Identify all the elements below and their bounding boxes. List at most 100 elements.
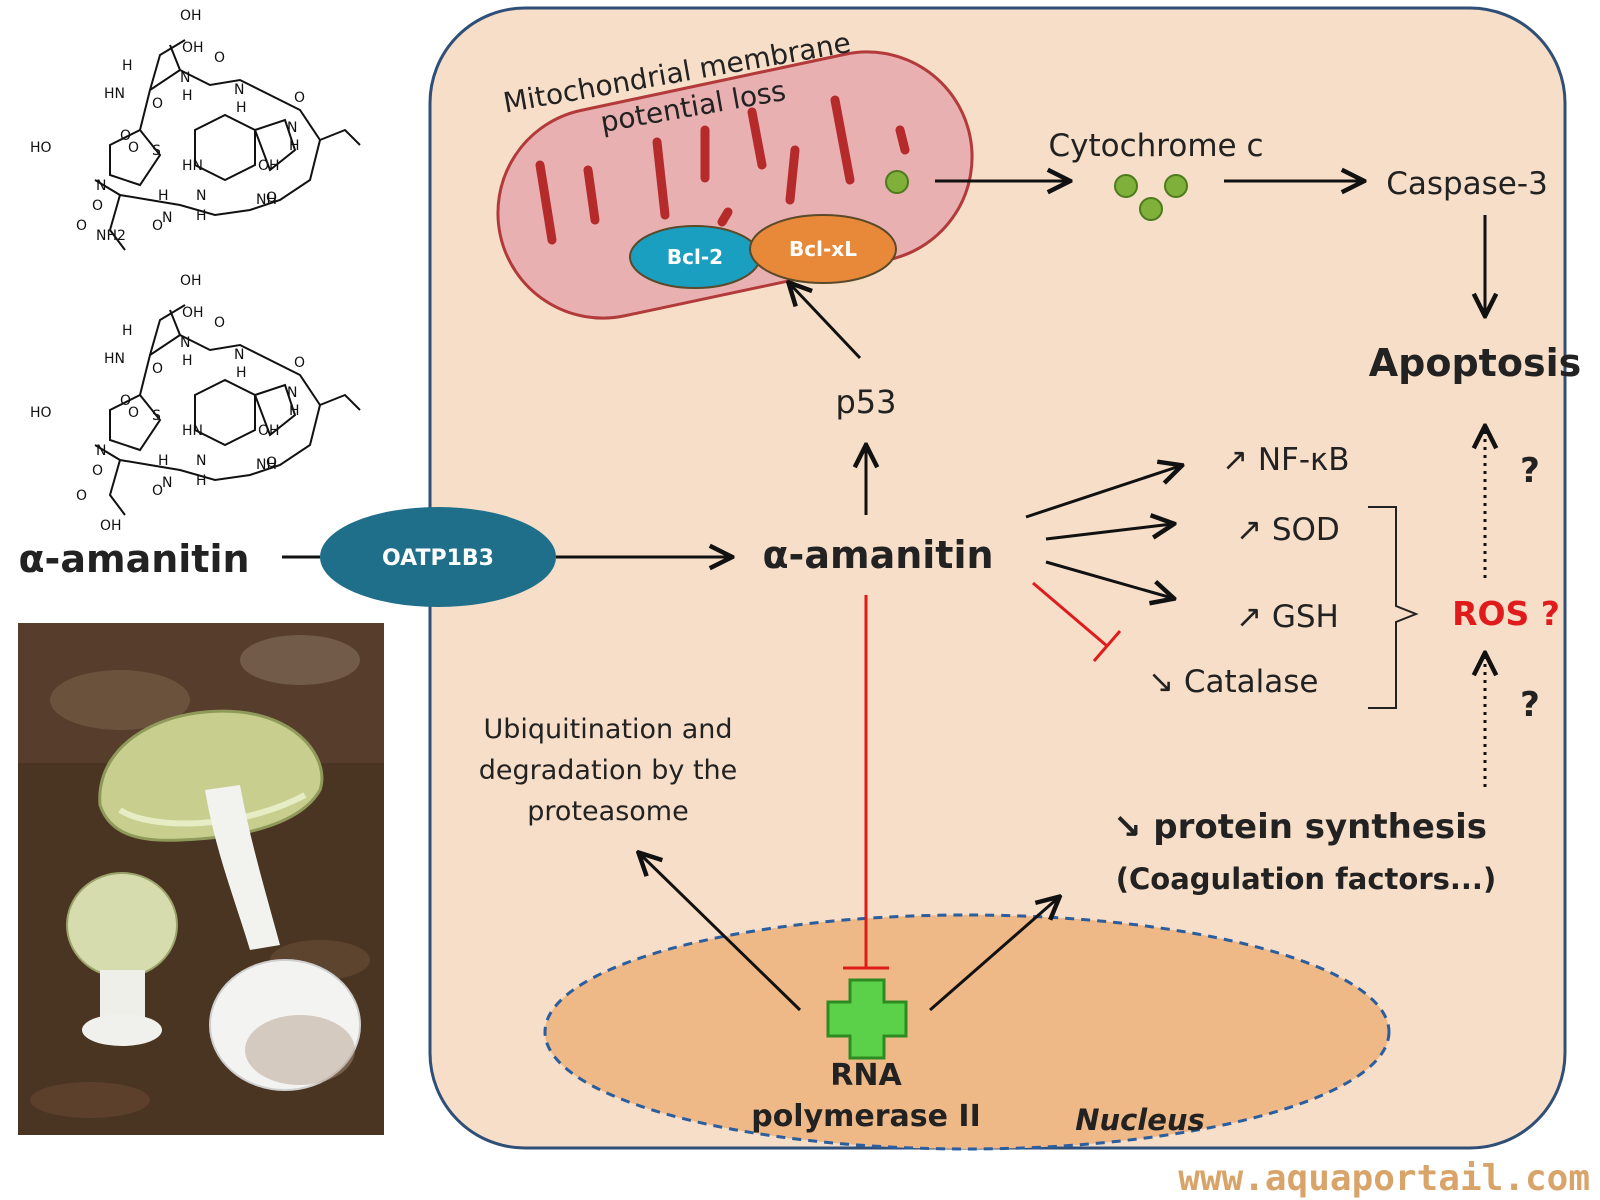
svg-text:NH2: NH2: [96, 228, 126, 244]
svg-text:H: H: [289, 403, 300, 419]
p53-label: p53: [835, 383, 896, 421]
nfkb-label: ↗ NF-κB: [1222, 442, 1350, 478]
catalase-label: ↘ Catalase: [1148, 664, 1318, 700]
beta-amanitin-structure-icon: [94, 304, 361, 516]
rna-polymerase-line1: RNA: [830, 1058, 902, 1093]
svg-text:N: N: [234, 347, 244, 363]
svg-text:HO: HO: [30, 405, 52, 421]
bclxl-label: Bcl-xL: [789, 237, 857, 261]
svg-text:H: H: [182, 353, 193, 369]
central-amanitin-label: α-amanitin: [762, 533, 993, 577]
svg-text:O: O: [92, 463, 103, 479]
svg-text:OH: OH: [182, 305, 204, 321]
apoptosis-label: Apoptosis: [1369, 341, 1581, 385]
death-cap-mushroom-photo: [18, 623, 384, 1135]
svg-text:H: H: [182, 88, 193, 104]
svg-text:N: N: [162, 475, 172, 491]
antioxidant-bracket: [1368, 506, 1419, 709]
alpha-amanitin-structure-labels: OH OH H HN N H O N H O N H O HO N O S O …: [30, 8, 305, 244]
question-mark-upper: ?: [1520, 451, 1540, 491]
svg-text:N: N: [180, 335, 190, 351]
svg-text:O: O: [92, 198, 103, 214]
svg-text:N: N: [287, 385, 297, 401]
pathway-arrows: [556, 181, 1485, 1012]
svg-text:H: H: [158, 453, 169, 469]
svg-text:O: O: [128, 140, 139, 156]
svg-text:HN: HN: [182, 423, 203, 439]
svg-text:H: H: [289, 138, 300, 154]
svg-text:O: O: [152, 483, 163, 499]
svg-text:HO: HO: [30, 140, 52, 156]
protein-synthesis-label: ↘ protein synthesis: [1113, 807, 1487, 847]
bclxl-protein: [749, 214, 897, 284]
svg-text:S: S: [152, 408, 161, 424]
svg-text:N: N: [196, 453, 206, 469]
svg-text:H: H: [158, 188, 169, 204]
svg-text:H: H: [236, 365, 247, 381]
svg-text:N: N: [162, 210, 172, 226]
oatp1b3-transporter: [320, 507, 556, 607]
amanitin-title: α-amanitin: [18, 537, 249, 581]
cytochrome-dot: [1164, 174, 1188, 198]
oatp1b3-label: OATP1B3: [382, 546, 494, 571]
cytochrome-dot-in-mito: [885, 170, 909, 194]
beta-amanitin-structure-labels: OH OH H HN N H O N H O N H O HO N O S O …: [30, 273, 305, 534]
svg-text:N: N: [180, 70, 190, 86]
svg-text:H: H: [122, 58, 133, 74]
svg-text:O: O: [214, 315, 225, 331]
ubiquitination-line1: Ubiquitination and: [484, 714, 733, 745]
inhibition-lines: [843, 581, 1122, 970]
svg-text:HN: HN: [104, 351, 125, 367]
question-mark-lower: ?: [1520, 685, 1540, 725]
svg-text:N: N: [234, 82, 244, 98]
nucleus-label: Nucleus: [1075, 1103, 1205, 1137]
bcl2-label: Bcl-2: [667, 245, 723, 269]
caspase-3-label: Caspase-3: [1386, 166, 1548, 202]
svg-text:NH: NH: [256, 457, 277, 473]
cytochrome-dot: [1114, 174, 1138, 198]
alpha-amanitin-structure-icon: [94, 39, 361, 251]
svg-text:O: O: [76, 218, 87, 234]
svg-text:O: O: [214, 50, 225, 66]
svg-text:OH: OH: [182, 40, 204, 56]
svg-text:N: N: [287, 120, 297, 136]
svg-text:H: H: [196, 473, 207, 489]
svg-text:H: H: [122, 323, 133, 339]
svg-text:HN: HN: [104, 86, 125, 102]
svg-text:O: O: [76, 488, 87, 504]
ubiquitination-line3: proteasome: [527, 796, 688, 827]
svg-text:O: O: [120, 393, 131, 409]
svg-text:O: O: [266, 455, 277, 471]
svg-text:OH: OH: [258, 423, 280, 439]
svg-text:H: H: [236, 100, 247, 116]
svg-text:OH: OH: [258, 158, 280, 174]
watermark: www.aquaportail.com: [1178, 1158, 1590, 1199]
gsh-label: ↗ GSH: [1236, 599, 1339, 635]
svg-text:O: O: [152, 218, 163, 234]
sod-label: ↗ SOD: [1236, 512, 1340, 548]
ubiquitination-line2: degradation by the: [479, 755, 738, 786]
rna-polymerase-line2: polymerase II: [751, 1099, 981, 1134]
rna-polymerase-cross-icon: [826, 978, 908, 1060]
svg-text:HN: HN: [182, 158, 203, 174]
svg-text:O: O: [294, 90, 305, 106]
svg-text:OH: OH: [100, 518, 122, 534]
coagulation-factors-label: (Coagulation factors...): [1116, 862, 1496, 896]
cytochrome-dot: [1139, 197, 1163, 221]
svg-text:OH: OH: [180, 273, 202, 289]
nucleus: [543, 913, 1391, 1151]
svg-text:O: O: [152, 361, 163, 377]
svg-text:N: N: [96, 178, 106, 194]
svg-text:NH: NH: [256, 192, 277, 208]
svg-text:N: N: [96, 443, 106, 459]
svg-text:N: N: [196, 188, 206, 204]
svg-text:S: S: [152, 143, 161, 159]
svg-text:O: O: [266, 190, 277, 206]
ros-label: ROS ?: [1452, 594, 1560, 633]
svg-text:H: H: [196, 208, 207, 224]
svg-text:OH: OH: [180, 8, 202, 24]
cytochrome-c-label: Cytochrome c: [1048, 128, 1263, 164]
svg-text:O: O: [152, 96, 163, 112]
svg-text:O: O: [294, 355, 305, 371]
